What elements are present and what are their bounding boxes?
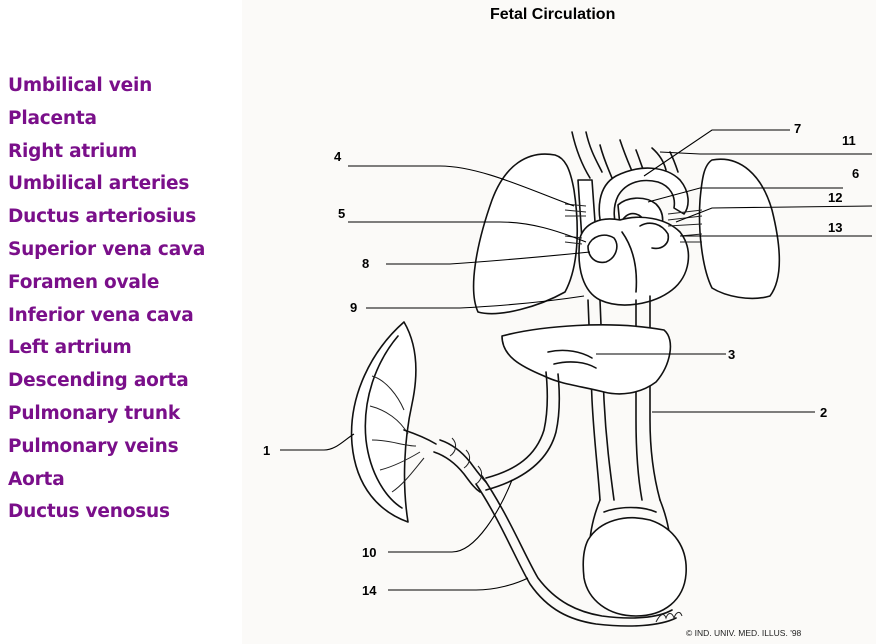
umbilical-cord-twist <box>439 439 487 483</box>
label-13: 13 <box>828 220 842 235</box>
artist-signature <box>655 611 683 623</box>
left-lung <box>698 158 781 300</box>
label-6: 6 <box>852 166 859 181</box>
term-item: Left artrium <box>8 337 132 359</box>
umbilical-artery-2 <box>481 475 673 619</box>
diagram-panel <box>242 0 876 644</box>
placenta-stem <box>403 429 437 445</box>
term-item: Pulmonary veins <box>8 435 179 457</box>
term-item: Aorta <box>8 468 65 490</box>
descending-aorta-wall <box>649 295 661 501</box>
label-7: 7 <box>794 121 801 136</box>
placenta-inner <box>364 335 403 509</box>
right-atrium <box>587 234 618 264</box>
label-4: 4 <box>334 149 342 164</box>
umbilical-cord-twist-2 <box>433 451 481 493</box>
term-item: Placenta <box>8 107 97 129</box>
label-8: 8 <box>362 256 369 271</box>
liver <box>501 324 672 395</box>
left-atrium <box>639 222 670 250</box>
term-item: Ductus venosus <box>8 501 170 523</box>
label-11: 11 <box>842 133 856 148</box>
ductus-venosus <box>547 349 593 359</box>
bladder <box>582 517 687 617</box>
copyright-notice: © IND. UNIV. MED. ILLUS. '98 <box>686 628 802 638</box>
cord-coil <box>449 437 483 485</box>
term-item: Ductus arteriosius <box>8 206 197 228</box>
label-14: 14 <box>362 583 377 598</box>
label-1: 1 <box>263 443 270 458</box>
term-item: Inferior vena cava <box>8 304 194 326</box>
label-10: 10 <box>362 545 376 560</box>
term-item: Superior vena cava <box>8 238 206 260</box>
umbilical-vein <box>485 371 549 479</box>
term-item: Pulmonary trunk <box>8 402 180 424</box>
term-item: Descending aorta <box>8 370 189 392</box>
label-9: 9 <box>350 300 357 315</box>
term-item: Foramen ovale <box>8 271 160 293</box>
pelvic-loop <box>603 506 657 513</box>
liver-ductus-cont <box>553 361 597 369</box>
right-lung <box>472 153 579 315</box>
inferior-vena-cava-wall <box>599 299 615 501</box>
label-2: 2 <box>820 405 827 420</box>
label-3: 3 <box>728 347 735 362</box>
term-item: Right atrium <box>8 140 138 162</box>
umbilical-artery-1 <box>475 483 677 627</box>
term-item: Umbilical arteries <box>8 173 190 195</box>
label-12: 12 <box>828 190 842 205</box>
umbilical-vein-wall <box>485 373 561 491</box>
label-5: 5 <box>338 206 345 221</box>
inferior-vena-cava <box>587 299 601 501</box>
aortic-arch <box>598 167 689 233</box>
heart-septum <box>621 231 638 293</box>
term-list: Umbilical vein Placenta Right atrium Umb… <box>8 70 248 529</box>
placenta <box>350 321 417 523</box>
placenta-villi <box>369 375 425 493</box>
diagram-title: Fetal Circulation <box>490 6 616 23</box>
leader-lines <box>280 129 873 591</box>
term-item: Umbilical vein <box>8 75 153 96</box>
descending-aorta <box>635 299 643 501</box>
